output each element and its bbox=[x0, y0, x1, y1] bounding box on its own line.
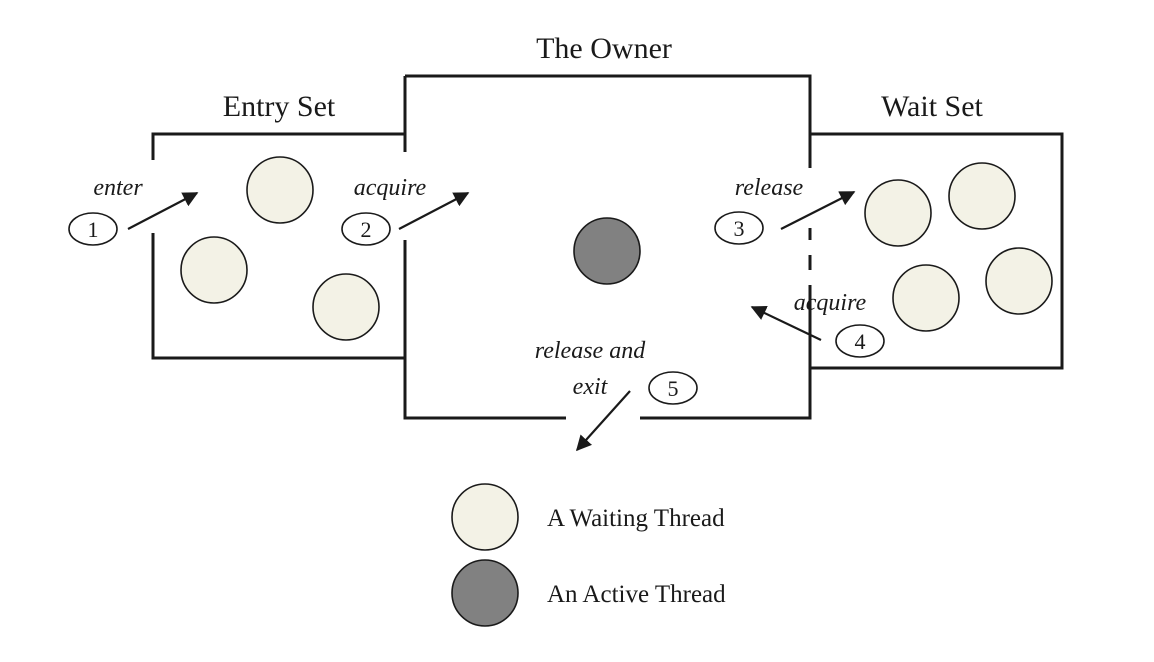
legend-waiting-swatch bbox=[451, 483, 519, 551]
transition-number-4: 4 bbox=[855, 329, 866, 354]
entry-set-box bbox=[151, 132, 405, 360]
wait-set-box bbox=[810, 132, 1064, 370]
transition-badge-2 bbox=[341, 212, 391, 246]
waiting-thread bbox=[948, 162, 1016, 230]
transition-number-1: 1 bbox=[88, 217, 99, 242]
transition-badge-5 bbox=[648, 371, 698, 405]
waiting-thread bbox=[892, 264, 960, 332]
owner-title: The Owner bbox=[536, 32, 672, 65]
exit-arrow bbox=[575, 390, 631, 452]
enter-arrow bbox=[127, 192, 199, 230]
legend-waiting-label: A Waiting Thread bbox=[547, 505, 725, 532]
transition-label-release-exit-line2: exit bbox=[573, 374, 609, 400]
transition-badge-3 bbox=[714, 211, 764, 245]
wait-set-title: Wait Set bbox=[881, 90, 983, 123]
transition-label-enter: enter bbox=[93, 175, 143, 201]
transition-label-release-exit-line1: release and bbox=[535, 338, 646, 364]
transition-number-3: 3 bbox=[734, 216, 745, 241]
transition-number-2: 2 bbox=[361, 217, 372, 242]
legend-active-swatch bbox=[451, 559, 519, 627]
waiting-thread bbox=[312, 273, 380, 341]
waiting-thread bbox=[246, 156, 314, 224]
active-thread bbox=[573, 217, 641, 285]
waiting-thread bbox=[985, 247, 1053, 315]
transition-label-release: release bbox=[735, 175, 804, 201]
legend-active-label: An Active Thread bbox=[547, 581, 726, 608]
waiting-thread bbox=[180, 236, 248, 304]
acquire-entry-arrow bbox=[398, 192, 470, 230]
entry-set-title: Entry Set bbox=[223, 90, 336, 123]
release-arrow bbox=[780, 191, 856, 230]
waiting-thread bbox=[864, 179, 932, 247]
transition-label-acquire-wait: acquire bbox=[794, 290, 867, 316]
transition-badge-1 bbox=[68, 212, 118, 246]
owner-box bbox=[403, 74, 812, 420]
acquire-wait-arrow bbox=[750, 306, 822, 341]
transition-label-acquire-entry: acquire bbox=[354, 175, 427, 201]
transition-badge-4 bbox=[835, 324, 885, 358]
transition-number-5: 5 bbox=[668, 376, 679, 401]
